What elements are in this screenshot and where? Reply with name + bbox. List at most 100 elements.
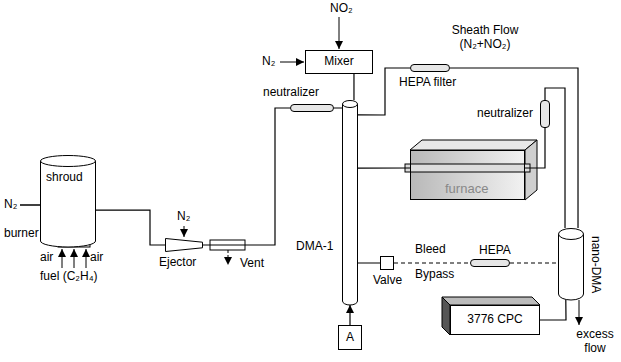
gas-label: N₂ bbox=[4, 198, 17, 212]
text-holder: air bbox=[90, 251, 103, 265]
text-holder: Bleed bbox=[415, 243, 446, 257]
node-text: A bbox=[346, 331, 354, 345]
nano-dma-column: nano-DMA bbox=[558, 228, 584, 300]
text-holder: Vent bbox=[240, 257, 264, 271]
node-label: HEPA filter bbox=[399, 76, 456, 90]
text-holder: Valve bbox=[373, 274, 402, 288]
node-label: DMA-1 bbox=[296, 240, 333, 254]
node-label: furnace bbox=[445, 182, 488, 197]
cylinder-body bbox=[41, 161, 96, 247]
n2-arrow bbox=[280, 62, 304, 63]
flow-line bbox=[96, 210, 165, 245]
mixer-box: Mixer bbox=[305, 50, 373, 74]
ejector-body bbox=[166, 239, 203, 252]
ejector: Ejector bbox=[165, 238, 203, 252]
cpc-top bbox=[442, 297, 540, 305]
cylinder-outline bbox=[342, 100, 358, 305]
node-label: neutralizer bbox=[477, 107, 533, 121]
cylinder-body bbox=[343, 104, 358, 305]
node-label: Ejector bbox=[159, 256, 196, 270]
text-holder: neutralizer bbox=[263, 86, 319, 100]
text-holder: Sheath Flow (N₂+NO₂) bbox=[430, 24, 540, 52]
node-label: HEPA bbox=[479, 244, 511, 258]
text-holder: HEPA bbox=[479, 244, 511, 258]
furnace: furnace bbox=[410, 150, 525, 200]
flow-label: Bleed bbox=[415, 243, 446, 257]
text-holder: Ejector bbox=[159, 256, 196, 270]
text-holder: Bypass bbox=[415, 268, 454, 282]
flow-line bbox=[394, 262, 470, 263]
flow-label: Bypass bbox=[415, 268, 454, 282]
valve: Valve bbox=[380, 256, 394, 270]
hepa-filter: HEPA bbox=[470, 259, 510, 267]
cylinder-top bbox=[343, 101, 358, 108]
furnace-tube bbox=[405, 164, 530, 172]
n2-arrow bbox=[184, 226, 185, 237]
flow-line bbox=[203, 108, 290, 245]
flow-line bbox=[540, 300, 566, 320]
text-holder: shroud bbox=[46, 171, 83, 185]
text-holder: furnace bbox=[445, 182, 488, 197]
text-holder: neutralizer bbox=[477, 107, 533, 121]
hepa-filter: HEPA filter bbox=[410, 64, 450, 72]
flow-line bbox=[353, 74, 354, 100]
text-holder: burner bbox=[4, 227, 39, 241]
vent-arrow bbox=[228, 250, 229, 265]
flow-line bbox=[349, 305, 350, 325]
cylinder-outline bbox=[40, 155, 96, 247]
flow-line bbox=[510, 262, 558, 263]
text-holder: excess flow bbox=[572, 328, 618, 356]
cylinder-top bbox=[41, 156, 96, 167]
fuel-arrow bbox=[74, 249, 75, 268]
cylinder-top bbox=[559, 229, 584, 240]
flow-line bbox=[334, 107, 342, 108]
node-text: Mixer bbox=[324, 55, 353, 69]
cylinder-body bbox=[559, 234, 584, 300]
gas-label: NO₂ bbox=[330, 2, 353, 16]
flow-line bbox=[450, 68, 578, 228]
air-arrow bbox=[86, 249, 87, 268]
text-holder: air bbox=[40, 251, 53, 265]
no2-arrow bbox=[339, 17, 340, 49]
text-holder: N₂ bbox=[262, 55, 275, 69]
furnace-body bbox=[410, 150, 525, 200]
flow-label: air bbox=[90, 251, 103, 265]
node-text: 3776 CPC bbox=[467, 313, 522, 327]
text-holder: N₂ bbox=[177, 210, 190, 224]
dma-column: DMA-1 bbox=[342, 100, 358, 305]
flow-line bbox=[525, 128, 545, 168]
flow-line bbox=[358, 167, 410, 168]
text-holder: fuel (C₂H₄) bbox=[40, 270, 98, 284]
node-label: shroud bbox=[46, 171, 83, 185]
port-box: A bbox=[338, 325, 362, 350]
flow-label: air bbox=[40, 251, 53, 265]
text-holder: nano-DMA bbox=[602, 236, 621, 250]
flow-label: excess flow bbox=[572, 328, 618, 356]
vent-label: Vent bbox=[240, 257, 264, 271]
text-holder: N₂ bbox=[4, 198, 17, 212]
excess-arrow bbox=[579, 300, 580, 325]
node-label: nano-DMA bbox=[588, 236, 602, 293]
gas-label: N₂ bbox=[262, 55, 275, 69]
burner-chamber: shroudburner bbox=[40, 155, 96, 247]
furnace-top bbox=[410, 140, 537, 150]
text-holder: NO₂ bbox=[330, 2, 353, 16]
flow-label: fuel (C₂H₄) bbox=[40, 270, 98, 284]
cylinder-outline bbox=[558, 228, 584, 300]
text-holder: DMA-1 bbox=[296, 240, 333, 254]
flow-line bbox=[358, 262, 380, 263]
node-label: neutralizer bbox=[263, 86, 319, 100]
cpc-box: 3776 CPC bbox=[450, 305, 540, 335]
ejector-outline bbox=[165, 238, 203, 252]
neutralizer-tube: neutralizer bbox=[290, 104, 334, 112]
node-label: burner bbox=[4, 227, 39, 241]
neutralizer-tube: neutralizer bbox=[540, 100, 550, 128]
cpc-side bbox=[442, 297, 450, 335]
node-label: Valve bbox=[373, 274, 402, 288]
text-holder: HEPA filter bbox=[399, 76, 456, 90]
gas-label: N₂ bbox=[177, 210, 190, 224]
air-arrow bbox=[62, 249, 63, 268]
flow-label: Sheath Flow (N₂+NO₂) bbox=[430, 24, 540, 52]
